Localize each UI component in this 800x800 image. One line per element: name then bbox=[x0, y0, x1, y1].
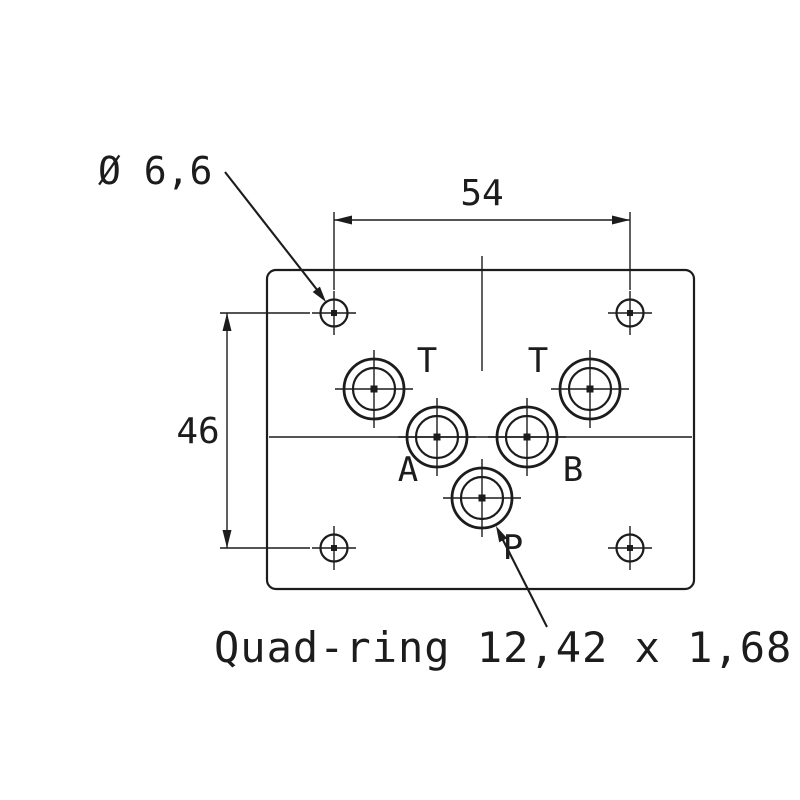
hole-diameter-label: Ø 6,6 bbox=[98, 149, 212, 193]
hole-center-mark bbox=[627, 310, 633, 316]
port-center-mark bbox=[478, 494, 486, 502]
hole-center-mark bbox=[627, 545, 633, 551]
port-label-p: P bbox=[503, 528, 523, 568]
hole-circle bbox=[319, 533, 349, 563]
port-inner-circle bbox=[459, 475, 505, 521]
quad-ring-callout: Quad-ring 12,42 x 1,68 bbox=[214, 526, 792, 672]
hole-circle bbox=[319, 298, 349, 328]
dimension-54-label: 54 bbox=[460, 173, 503, 214]
mounting-hole-bottom-right bbox=[608, 526, 652, 570]
port-outer-circle bbox=[450, 466, 514, 530]
port-label-t-left: T bbox=[417, 341, 437, 381]
leader-line bbox=[224, 171, 319, 292]
port-label-b: B bbox=[563, 450, 583, 490]
port-center-mark bbox=[433, 433, 441, 441]
dimension-46-label: 46 bbox=[176, 411, 219, 452]
mounting-hole-top-right bbox=[608, 291, 652, 335]
port-outer-circle bbox=[342, 357, 406, 421]
port-center-mark bbox=[586, 385, 594, 393]
hole-circle bbox=[615, 298, 645, 328]
port-inner-circle bbox=[567, 366, 613, 412]
port-center-mark bbox=[523, 433, 531, 441]
port-inner-circle bbox=[414, 414, 460, 460]
hole-center-mark bbox=[331, 545, 337, 551]
leader-arrowhead bbox=[312, 286, 326, 302]
port-b bbox=[488, 398, 566, 476]
arrowhead-top bbox=[222, 313, 232, 331]
port-p bbox=[443, 459, 521, 537]
arrowhead-right bbox=[612, 215, 630, 225]
port-label-t-right: T bbox=[528, 341, 548, 381]
port-outer-circle bbox=[405, 405, 469, 469]
mounting-hole-bottom-left bbox=[312, 526, 356, 570]
hole-center-mark bbox=[331, 310, 337, 316]
leader-arrowhead bbox=[496, 526, 508, 543]
plate-outline bbox=[265, 268, 696, 591]
hole-circle bbox=[615, 533, 645, 563]
port-t-left bbox=[335, 350, 413, 428]
port-label-a: A bbox=[398, 450, 418, 490]
arrowhead-left bbox=[334, 215, 352, 225]
leader-line bbox=[502, 539, 548, 628]
port-inner-circle bbox=[504, 414, 550, 460]
dimension-54: 54 bbox=[333, 173, 631, 290]
port-outer-circle bbox=[558, 357, 622, 421]
port-a bbox=[398, 398, 476, 476]
port-inner-circle bbox=[351, 366, 397, 412]
quad-ring-label: Quad-ring 12,42 x 1,68 bbox=[214, 623, 792, 672]
port-outer-circle bbox=[495, 405, 559, 469]
hole-diameter-callout: Ø 6,6 bbox=[98, 149, 326, 302]
port-t-right bbox=[551, 350, 629, 428]
arrowhead-bottom bbox=[222, 530, 232, 548]
mounting-hole-top-left bbox=[312, 291, 356, 335]
dimension-46: 46 bbox=[176, 312, 310, 549]
port-center-mark bbox=[370, 385, 378, 393]
